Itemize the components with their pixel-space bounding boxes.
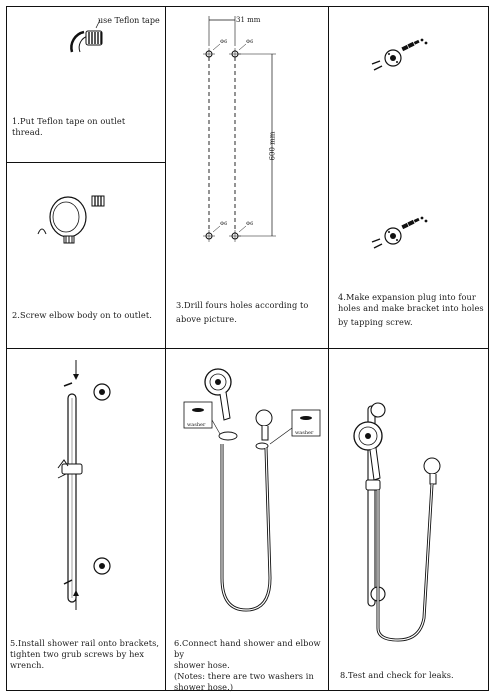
hole-label-top-left: Φ6 [220,39,228,45]
elbow-body-icon [255,409,273,441]
step-1-caption: 1.Put Teflon tape on outlet thread. [12,116,126,137]
shower-hose-icon [220,444,272,612]
hole-bottom-left-icon [203,230,215,242]
expansion-plug-illustration [371,38,428,249]
washer-label-right: washer [295,430,314,436]
threaded-outlet-icon [91,195,105,207]
frame-top [6,6,489,7]
rail-install-illustration [57,360,111,610]
step-1-cell: use Teflon tape 1.Put Teflon tape on out… [6,6,166,162]
step-6-cell: washer washer 6.Connect hand shower and … [166,348,328,692]
hand-shower-icon [353,421,383,481]
elbow-body-icon [49,196,87,244]
hole-label-top-right: Φ6 [246,39,254,45]
dim-height-label: 600 mm [268,131,277,161]
step-8-caption: 8.Test and check for leaks. [340,670,454,680]
bracket-bottom-icon [93,557,111,575]
expansion-plug-icon [401,39,420,52]
elbow-body-icon [423,457,441,485]
expansion-plug-icon [401,217,420,230]
slider-icon [57,459,83,479]
hole-label-bottom-left: Φ6 [220,221,228,227]
step-3-caption: 3.Drill fours holes according to above p… [176,300,309,324]
step-4-caption: 4.Make expansion plug into four holes an… [338,292,484,327]
step-2-cell: 2.Screw elbow body on to outlet. [6,162,166,348]
frame-bottom [6,690,489,691]
hand-shower-icon [204,368,232,421]
elbow-body-illustration [37,195,105,244]
dim-width-label: 31 mm [236,16,261,24]
divider-h1 [6,348,489,349]
drill-hole-diagram [203,16,276,242]
hole-top-left-icon [203,48,215,60]
shower-rail-icon [67,393,77,603]
step-5-caption: 5.Install shower rail onto brackets, tig… [10,638,160,670]
step-4-cell: 4.Make expansion plug into four holes an… [328,6,488,348]
step-3-cell: 31 mm 600 mm Φ6 Φ6 Φ6 Φ6 3.Drill fours h… [166,6,328,348]
washer-right-icon [255,442,269,450]
hose-connection-illustration [183,368,321,612]
step-2-caption: 2.Screw elbow body on to outlet. [12,310,152,320]
teflon-outlet-illustration [70,19,103,53]
threaded-outlet-icon [85,30,103,46]
step-6-caption: 6.Connect hand shower and elbow by showe… [174,638,321,692]
bracket-bottom-icon [384,227,402,245]
teflon-callout: use Teflon tape [98,16,160,25]
bracket-top-icon [370,402,386,418]
bracket-top-icon [384,49,402,67]
bracket-top-icon [93,383,111,401]
step-8-cell: 8.Test and check for leaks. [328,348,488,690]
slider-icon [365,479,381,491]
divider-h2 [6,162,166,163]
finished-installation-illustration [353,402,441,642]
step-5-cell: 5.Install shower rail onto brackets, tig… [6,348,166,690]
shower-hose-icon [376,483,434,642]
washer-label-left: washer [187,422,206,428]
hole-label-bottom-right: Φ6 [246,221,254,227]
washer-left-icon [218,431,238,441]
